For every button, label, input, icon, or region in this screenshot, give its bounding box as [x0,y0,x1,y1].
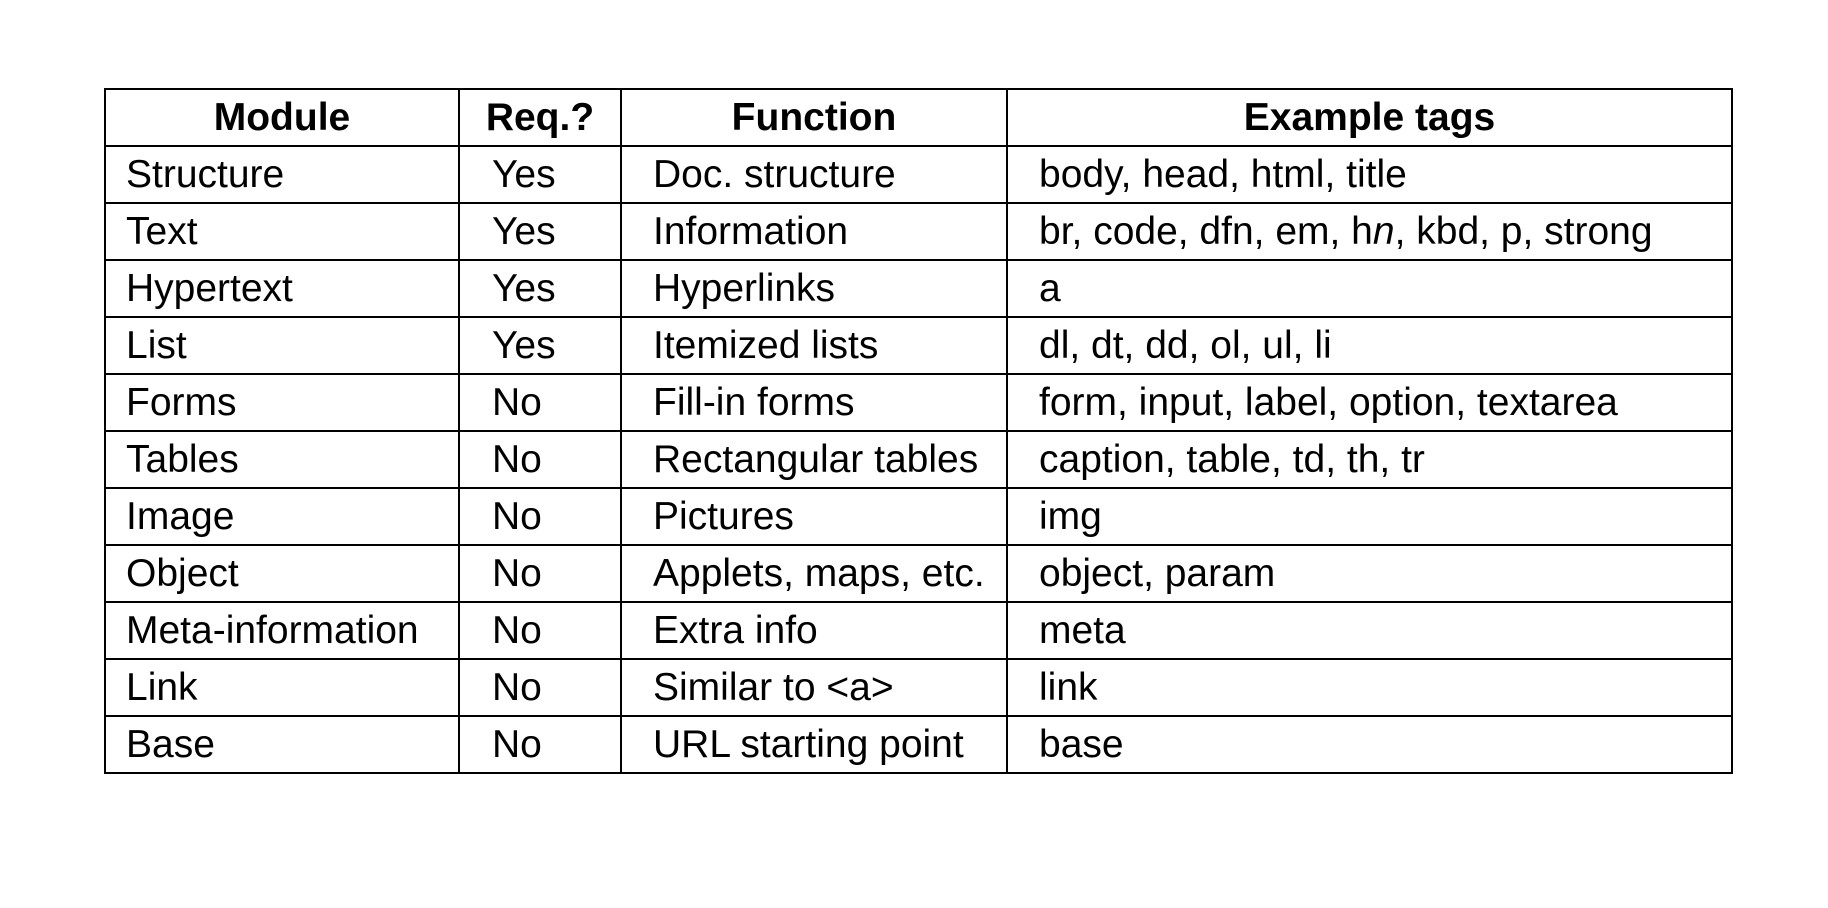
table-row: Link No Similar to <a> link [104,658,1733,717]
header-required: Req.? [458,88,622,147]
modules-table: Module Req.? Function Example tags Struc… [104,88,1733,774]
table-row: List Yes Itemized lists dl, dt, dd, ol, … [104,316,1733,375]
tags-cell: br, code, dfn, em, hn, kbd, p, strong [1006,202,1733,261]
table-row: Meta-information No Extra info meta [104,601,1733,660]
required-cell: Yes [458,259,622,318]
module-cell: Meta-information [104,601,460,660]
tags-cell: object, param [1006,544,1733,603]
required-cell: No [458,601,622,660]
required-cell: Yes [458,145,622,204]
function-cell: Fill-in forms [620,373,1008,432]
module-cell: Object [104,544,460,603]
tags-cell: img [1006,487,1733,546]
required-cell: No [458,487,622,546]
table-header: Module Req.? Function Example tags [104,88,1733,147]
module-cell: Structure [104,145,460,204]
tags-cell: a [1006,259,1733,318]
function-cell: Rectangular tables [620,430,1008,489]
table-row: Base No URL starting point base [104,715,1733,774]
module-cell: Base [104,715,460,774]
table-row: Forms No Fill-in forms form, input, labe… [104,373,1733,432]
tags-cell: base [1006,715,1733,774]
module-cell: Forms [104,373,460,432]
header-module: Module [104,88,460,147]
tags-text-before: br, code, dfn, em, h [1039,210,1373,253]
module-cell: Text [104,202,460,261]
tags-cell: link [1006,658,1733,717]
module-cell: Link [104,658,460,717]
header-row: Module Req.? Function Example tags [104,88,1733,147]
function-cell: Doc. structure [620,145,1008,204]
required-cell: No [458,430,622,489]
module-cell: List [104,316,460,375]
module-cell: Image [104,487,460,546]
module-cell: Tables [104,430,460,489]
module-cell: Hypertext [104,259,460,318]
required-cell: Yes [458,316,622,375]
tags-text-italic: n [1372,210,1395,253]
table-row: Hypertext Yes Hyperlinks a [104,259,1733,318]
table-row: Tables No Rectangular tables caption, ta… [104,430,1733,489]
function-cell: Similar to <a> [620,658,1008,717]
tags-cell: body, head, html, title [1006,145,1733,204]
table-row: Text Yes Information br, code, dfn, em, … [104,202,1733,261]
table-row: Object No Applets, maps, etc. object, pa… [104,544,1733,603]
tags-cell: dl, dt, dd, ol, ul, li [1006,316,1733,375]
function-cell: Extra info [620,601,1008,660]
header-function: Function [620,88,1008,147]
required-cell: Yes [458,202,622,261]
function-cell: URL starting point [620,715,1008,774]
table-body: Structure Yes Doc. structure body, head,… [104,145,1733,774]
tags-cell: meta [1006,601,1733,660]
table-row: Image No Pictures img [104,487,1733,546]
required-cell: No [458,373,622,432]
tags-cell: caption, table, td, th, tr [1006,430,1733,489]
function-cell: Itemized lists [620,316,1008,375]
required-cell: No [458,544,622,603]
required-cell: No [458,658,622,717]
function-cell: Applets, maps, etc. [620,544,1008,603]
required-cell: No [458,715,622,774]
function-cell: Hyperlinks [620,259,1008,318]
table-row: Structure Yes Doc. structure body, head,… [104,145,1733,204]
function-cell: Pictures [620,487,1008,546]
tags-cell: form, input, label, option, textarea [1006,373,1733,432]
header-example-tags: Example tags [1006,88,1733,147]
tags-text-after: , kbd, p, strong [1394,210,1653,253]
function-cell: Information [620,202,1008,261]
